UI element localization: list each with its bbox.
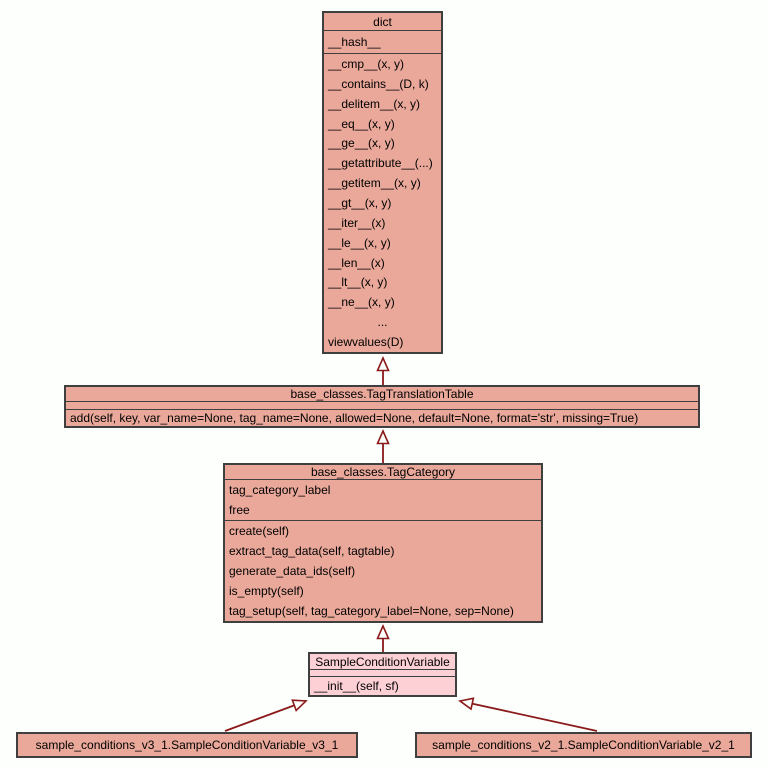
method-item: __iter__(x) <box>328 215 386 230</box>
method-item: __delitem__(x, y) <box>328 96 421 111</box>
class-title: base_classes.TagTranslationTable <box>66 387 698 402</box>
class-title: SampleConditionVariable <box>310 654 455 670</box>
class-box-sampleconditionvariable-v3-1: sample_conditions_v3_1.SampleConditionVa… <box>16 732 358 758</box>
method-item: add(self, key, var_name=None, tag_name=N… <box>70 411 639 425</box>
attribute-item: free <box>229 503 250 517</box>
method-item: extract_tag_data(self, tagtable) <box>229 544 395 558</box>
class-box-sampleconditionvariable-v2-1: sample_conditions_v2_1.SampleConditionVa… <box>415 732 752 758</box>
class-title: dict <box>324 13 441 31</box>
method-item: __eq__(x, y) <box>328 116 395 131</box>
method-item: __getitem__(x, y) <box>328 176 421 191</box>
method-item: __cmp__(x, y) <box>328 56 405 71</box>
method-item: __contains__(D, k) <box>328 76 429 91</box>
method-item: create(self) <box>229 524 290 538</box>
empty-attributes-section <box>66 402 698 410</box>
class-title: sample_conditions_v3_1.SampleConditionVa… <box>35 738 339 752</box>
method-item: __gt__(x, y) <box>328 195 392 210</box>
class-box-dict: dict __hash__ __cmp__(x, y) __contains__… <box>322 11 443 354</box>
method-item: __ge__(x, y) <box>328 136 395 151</box>
attribute-item: __hash__ <box>328 35 381 49</box>
empty-attributes-section <box>310 670 455 677</box>
method-item: __le__(x, y) <box>328 235 391 250</box>
class-box-sampleconditionvariable: SampleConditionVariable __init__(self, s… <box>308 652 457 697</box>
method-item: __len__(x) <box>328 255 385 270</box>
inheritance-arrow-v2-to-scv <box>458 697 598 732</box>
inheritance-arrow-v3-to-scv <box>224 699 308 732</box>
method-item: __lt__(x, y) <box>328 275 388 290</box>
method-item: __ne__(x, y) <box>328 295 395 310</box>
method-item: tag_setup(self, tag_category_label=None,… <box>229 604 514 618</box>
class-box-tagtranslationtable: base_classes.TagTranslationTable add(sel… <box>64 385 700 428</box>
class-box-tagcategory: base_classes.TagCategory tag_category_la… <box>223 463 543 623</box>
ellipsis-row: ... <box>377 315 388 330</box>
class-title: sample_conditions_v2_1.SampleConditionVa… <box>432 738 735 752</box>
method-item: viewvalues(D) <box>328 334 404 349</box>
method-item: __getattribute__(...) <box>328 156 433 171</box>
class-title: base_classes.TagCategory <box>225 465 541 480</box>
method-item: __init__(self, sf) <box>314 679 399 693</box>
attribute-item: tag_category_label <box>229 483 331 497</box>
method-item: generate_data_ids(self) <box>229 564 356 578</box>
method-item: is_empty(self) <box>229 584 304 598</box>
